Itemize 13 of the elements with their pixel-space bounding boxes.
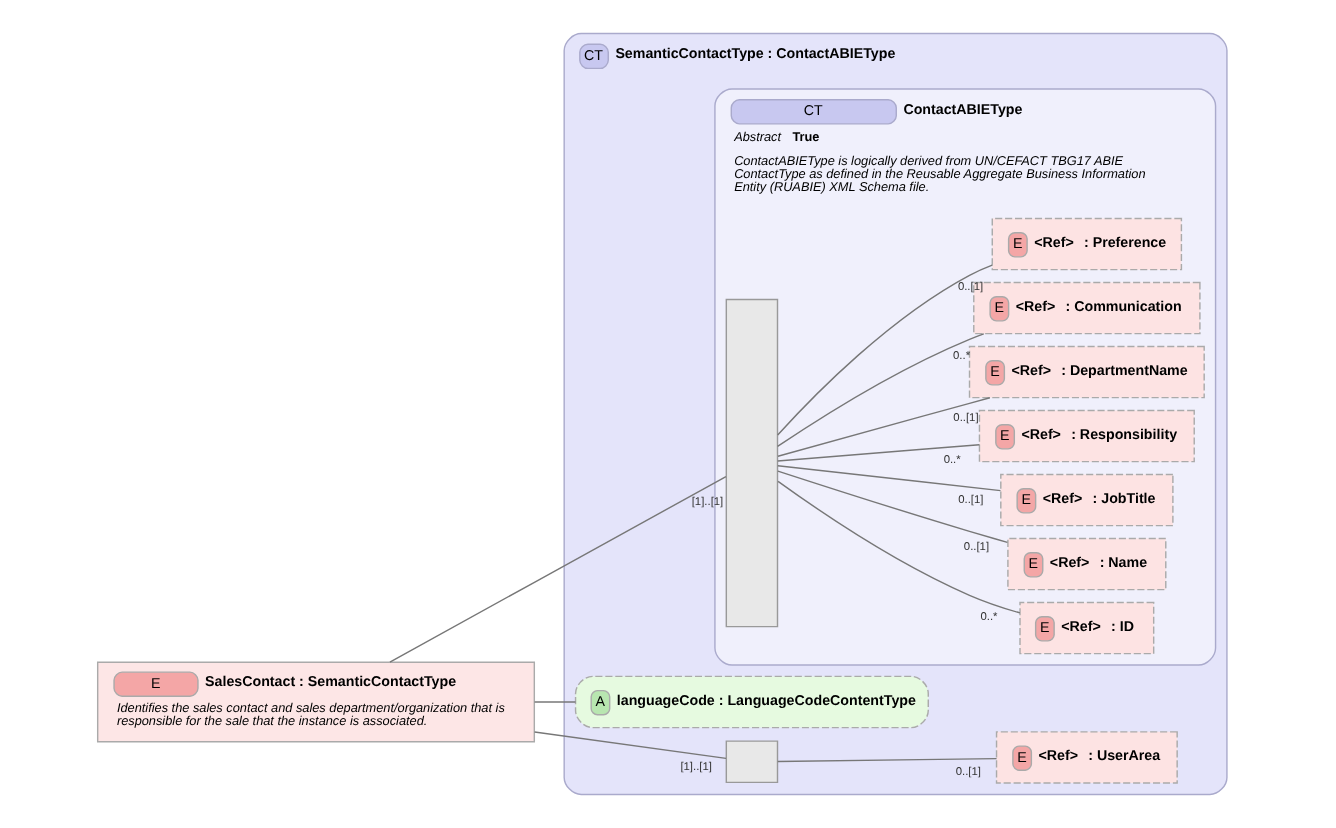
connector <box>777 470 1009 544</box>
connector <box>777 397 991 457</box>
connector <box>777 443 981 462</box>
connector <box>389 475 727 663</box>
connector <box>533 731 727 760</box>
connector <box>533 701 577 703</box>
node-bar <box>725 298 779 628</box>
connector <box>777 465 1002 492</box>
node-box <box>725 740 779 784</box>
connector <box>777 757 998 763</box>
connector <box>777 480 1021 614</box>
connector <box>776 264 993 436</box>
connector <box>776 333 985 448</box>
